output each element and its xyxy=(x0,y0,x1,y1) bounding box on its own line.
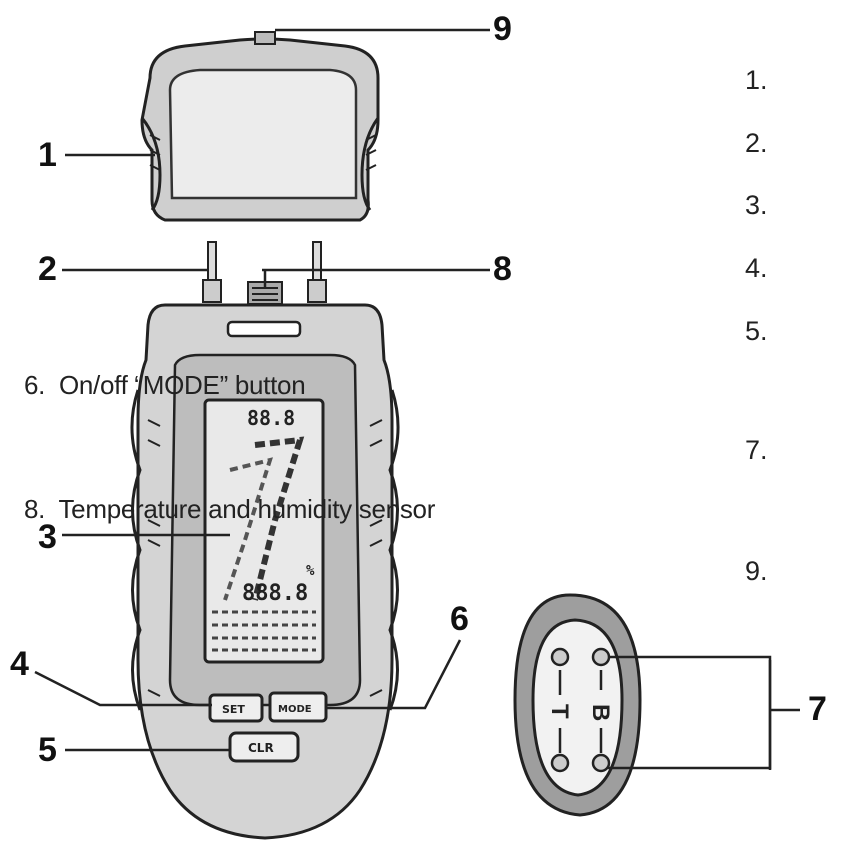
callout-9: 9 xyxy=(493,10,512,48)
svg-text:CLR: CLR xyxy=(248,741,274,755)
clr-button: CLR xyxy=(228,731,300,763)
legend-item-6: 6. On/off “MODE” button xyxy=(24,370,306,400)
legend-num-9: 9. xyxy=(745,556,768,586)
legend-item-8: 8. Temperature and humidity sensor xyxy=(24,494,436,524)
svg-text:MODE: MODE xyxy=(278,704,312,715)
probe-label-b: B xyxy=(587,704,614,721)
mode-button: MODE xyxy=(268,691,328,723)
probe-label-t: T xyxy=(546,704,573,719)
legend-num-5: 5. xyxy=(745,316,768,346)
legend-num-2: 2. xyxy=(745,128,768,158)
measuring-pins xyxy=(202,241,327,303)
callout-1: 1 xyxy=(38,136,57,174)
svg-text:SET: SET xyxy=(222,703,245,716)
callout-8: 8 xyxy=(493,250,512,288)
callout-7: 7 xyxy=(808,690,827,728)
callout-6: 6 xyxy=(450,600,469,638)
legend-num-3: 3. xyxy=(745,190,768,220)
lcd-percent: % xyxy=(306,563,315,579)
legend-num-4: 4. xyxy=(745,253,768,283)
callout-4: 4 xyxy=(10,645,29,683)
temperature-humidity-sensor xyxy=(247,281,283,305)
probe-end-view: T B xyxy=(513,593,642,817)
protective-cap xyxy=(140,31,380,222)
leader-lines xyxy=(34,28,800,770)
legend-num-1: 1. xyxy=(745,65,768,95)
callout-2: 2 xyxy=(38,250,57,288)
callout-3: 3 xyxy=(38,518,57,556)
lcd-display: 88.8 % 888.8 xyxy=(203,398,325,664)
lcd-bottom-value: 888.8 xyxy=(242,581,308,606)
legend-num-7: 7. xyxy=(745,435,768,465)
lcd-top-value: 88.8 xyxy=(247,406,295,430)
callout-5: 5 xyxy=(38,731,57,769)
set-button: SET xyxy=(208,693,264,723)
